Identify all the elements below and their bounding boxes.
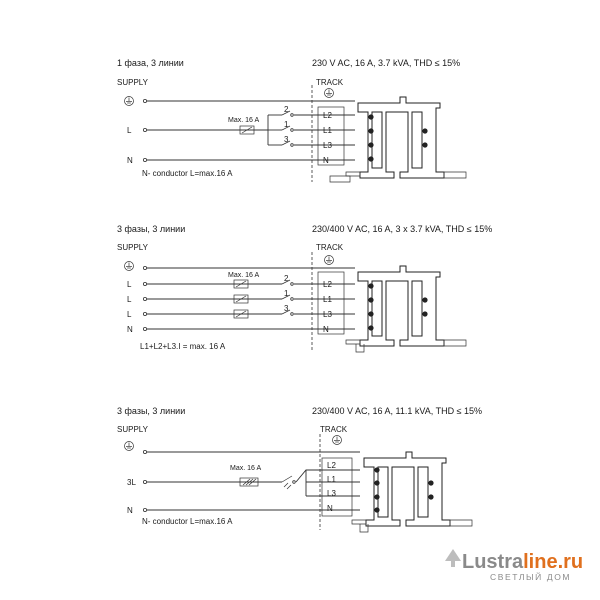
diagram-2-switch-2: 2: [284, 274, 289, 283]
diagram-3-track-box: [321, 457, 353, 517]
diagram-1-fuse-icon: [239, 125, 255, 135]
diagram-1-note: N- conductor L=max.16 A: [142, 169, 233, 178]
diagram-2-title: 3 фазы, 3 линии: [117, 224, 185, 234]
diagram-2-input-n: N: [127, 325, 133, 334]
diagram-1-line-l3: L3: [323, 141, 332, 150]
diagram-3-fuse-icon: [239, 477, 259, 487]
diagram-2-conductor-dots: [368, 283, 428, 331]
diagram-1-spec: 230 V AC, 16 A, 3.7 kVA, THD ≤ 15%: [312, 58, 460, 68]
diagram-2-line-l1: L1: [323, 295, 332, 304]
diagram-2: 3 фазы, 3 линии 230/400 V AC, 16 A, 3 x …: [117, 224, 492, 353]
diagram-1-input-l: L: [127, 126, 132, 135]
diagram-2-track-profile-icon: [345, 265, 467, 353]
diagram-2-track-label: TRACK: [316, 243, 344, 252]
diagram-3-input-n: N: [127, 506, 133, 515]
diagram-1-supply-ground-icon: [124, 96, 134, 106]
diagram-1-switch-1: 1: [284, 120, 289, 129]
diagram-3-fuse-label: Max. 16 A: [230, 465, 261, 472]
logo-text-part-1: Lustra: [462, 551, 524, 573]
diagram-3-line-l2: L2: [327, 461, 336, 470]
diagram-2-supply-label: SUPPLY: [117, 243, 149, 252]
diagram-1-switch-3: 3: [284, 135, 289, 144]
diagram-3-track-label: TRACK: [320, 425, 348, 434]
diagram-2-track-ground-icon: [324, 255, 334, 265]
diagram-1-track-label: TRACK: [316, 78, 344, 87]
diagram-1-supply-label: SUPPLY: [117, 78, 149, 87]
diagram-1-track-profile-icon: [329, 96, 467, 183]
diagram-2-switch-1: 1: [284, 289, 289, 298]
diagram-2-line-n: N: [323, 325, 329, 334]
diagram-2-switch-icons: [281, 279, 294, 316]
diagram-1-track-box: [317, 106, 345, 166]
diagram-1-line-l2: L2: [323, 111, 332, 120]
diagram-2-fuse-icons: [233, 279, 249, 319]
diagram-3-input-3l: 3L: [127, 478, 136, 487]
diagram-2-supply-ground-icon: [124, 261, 134, 271]
diagram-2-note: L1+L2+L3.I = max. 16 A: [140, 342, 226, 351]
diagram-2-fuse-label: Max. 16 A: [228, 272, 259, 279]
diagram-2-track-box: [317, 271, 345, 335]
diagram-2-line-l3: L3: [323, 310, 332, 319]
logo-lamp-icon: [445, 549, 461, 567]
diagram-3-spec: 230/400 V AC, 16 A, 11.1 kVA, THD ≤ 15%: [312, 406, 482, 416]
diagram-3-supply-ground-icon: [124, 441, 134, 451]
diagram-2-input-l-3: L: [127, 310, 132, 319]
diagram-3-line-n: N: [327, 504, 333, 513]
diagram-1-track-ground-icon: [324, 88, 334, 98]
diagram-2-input-l-2: L: [127, 295, 132, 304]
diagram-2-switch-3: 3: [284, 304, 289, 313]
diagram-3-conductor-dots: [374, 467, 434, 513]
lustraline-logo: Lustraline.ru СВЕТЛЫЙ ДОМ: [445, 549, 583, 582]
diagram-3-note: N- conductor L=max.16 A: [142, 517, 233, 526]
logo-text: Lustraline.ru: [462, 551, 583, 573]
diagram-3-title: 3 фазы, 3 линии: [117, 406, 185, 416]
diagram-1-title: 1 фаза, 3 линии: [117, 58, 184, 68]
diagram-3: 3 фазы, 3 линии 230/400 V AC, 16 A, 11.1…: [117, 406, 482, 533]
diagram-1-input-n: N: [127, 156, 133, 165]
diagram-3-line-l3: L3: [327, 489, 336, 498]
diagram-3-line-l1: L1: [327, 475, 336, 484]
diagram-3-track-ground-icon: [332, 435, 342, 445]
diagram-2-input-l-1: L: [127, 280, 132, 289]
diagram-3-switch-icon: [281, 475, 296, 490]
diagram-3-track-profile-icon: [351, 451, 473, 533]
diagram-1-switch-icons: [281, 110, 294, 147]
logo-tagline: СВЕТЛЫЙ ДОМ: [490, 571, 571, 582]
diagram-2-spec: 230/400 V AC, 16 A, 3 x 3.7 kVA, THD ≤ 1…: [312, 224, 492, 234]
diagram-2-line-l2: L2: [323, 280, 332, 289]
logo-text-part-2: line.ru: [523, 551, 583, 573]
diagram-1-conductor-dots: [368, 114, 428, 162]
diagram-3-supply-label: SUPPLY: [117, 425, 149, 434]
diagram-1: 1 фаза, 3 линии 230 V AC, 16 A, 3.7 kVA,…: [117, 58, 467, 183]
diagram-1-line-n: N: [323, 156, 329, 165]
diagram-1-line-l1: L1: [323, 126, 332, 135]
diagram-1-switch-2: 2: [284, 105, 289, 114]
diagram-1-fuse-label: Max. 16 A: [228, 117, 259, 124]
